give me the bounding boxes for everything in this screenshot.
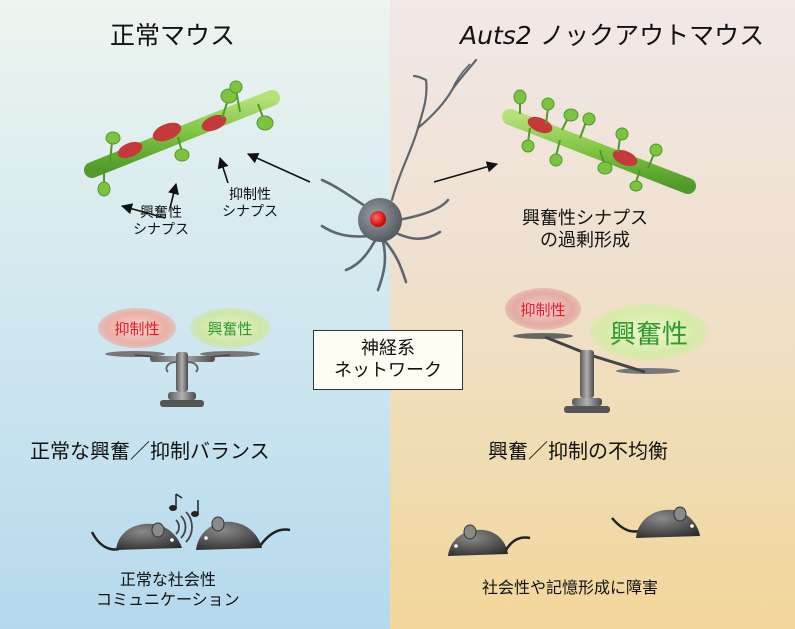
imbalance-caption: 興奮／抑制の不均衡 bbox=[488, 439, 668, 463]
excitatory-weight-large: 興奮性 bbox=[590, 304, 708, 360]
knockout-mouse-title: Auts2 ノックアウトマウス bbox=[460, 16, 764, 52]
normal-balance-caption: 正常な興奮／抑制バランス bbox=[30, 439, 270, 463]
neuron-nucleus bbox=[370, 211, 386, 227]
knockout-dendrite bbox=[502, 89, 696, 194]
excitatory-weight: 興奮性 bbox=[190, 308, 270, 348]
normal-dendrite bbox=[84, 80, 280, 197]
inhibitory-synapse-label: 抑制性 シナプス bbox=[222, 187, 278, 220]
arrow-inhibitory bbox=[217, 156, 229, 184]
arrow-excitatory-2 bbox=[168, 182, 179, 209]
excess-synapse-caption: 興奮性シナプス の過剰形成 bbox=[522, 208, 648, 251]
arrow-to-dendrite bbox=[246, 153, 311, 183]
knockout-title-rest: ノックアウトマウス bbox=[531, 21, 765, 50]
arrow-excitatory bbox=[120, 203, 166, 219]
neuron bbox=[320, 58, 478, 292]
normal-mice bbox=[90, 493, 291, 551]
music-note-icon bbox=[169, 493, 199, 517]
sound-wave-icon bbox=[175, 511, 193, 543]
neural-network-box: 神経系 ネットワーク bbox=[313, 330, 463, 390]
inhibitory-weight-small: 抑制性 bbox=[505, 288, 581, 330]
synapse-excitatory bbox=[117, 141, 143, 159]
impairment-caption: 社会性や記憶形成に障害 bbox=[482, 578, 659, 597]
excitatory-synapse-label: 興奮性 シナプス bbox=[133, 205, 189, 238]
balanced-scale bbox=[105, 351, 260, 407]
arrow-to-knockout-dendrite bbox=[433, 161, 499, 183]
gene-name: Auts2 bbox=[460, 21, 532, 50]
inhibitory-weight: 抑制性 bbox=[98, 308, 176, 348]
normal-mouse-panel bbox=[0, 0, 390, 629]
synapse-inhibitory bbox=[152, 122, 182, 142]
knockout-mice bbox=[448, 506, 700, 556]
synapse-inhibitory bbox=[201, 114, 227, 132]
normal-mouse-title: 正常マウス bbox=[110, 21, 236, 50]
imbalanced-scale bbox=[513, 333, 680, 413]
normal-social-caption: 正常な社会性 コミュニケーション bbox=[96, 570, 240, 609]
knockout-mouse-panel bbox=[390, 0, 795, 629]
